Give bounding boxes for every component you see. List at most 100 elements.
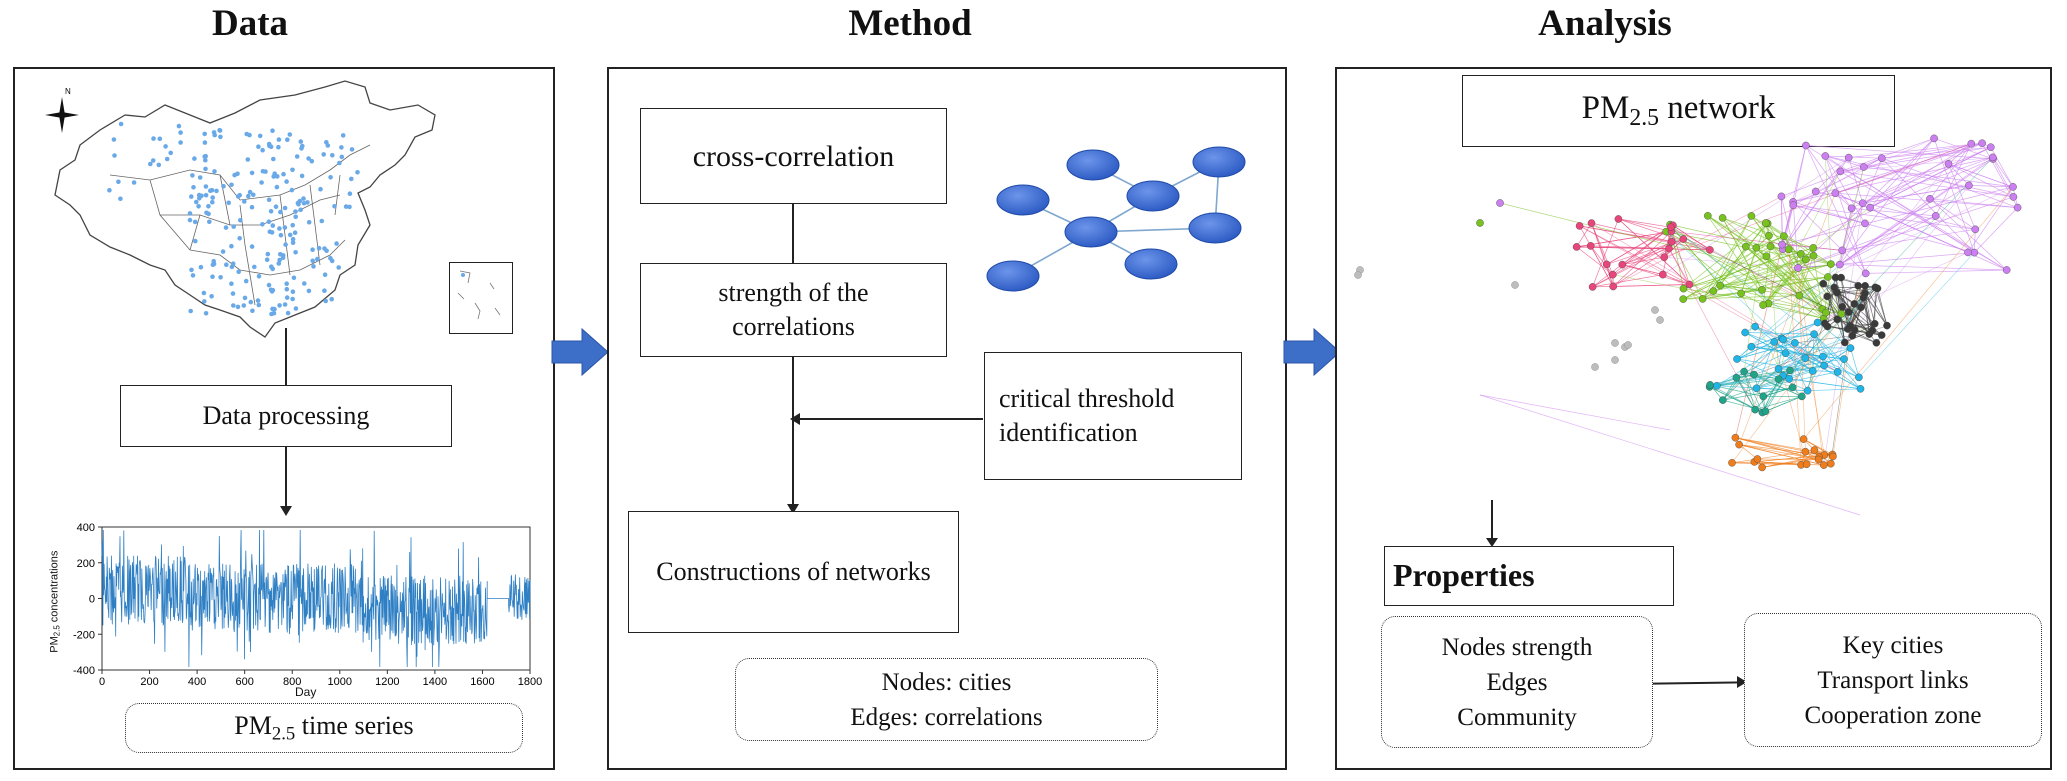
network-edge — [1837, 292, 1865, 294]
network-node — [1821, 152, 1830, 160]
city-dot — [237, 192, 242, 198]
network-node — [1587, 219, 1596, 227]
network-edge — [1622, 264, 1690, 285]
network-edge — [1805, 145, 1994, 160]
network-edge — [1579, 225, 1710, 251]
network-node — [1844, 153, 1853, 162]
flow-arrow-method-to-analysis — [1283, 327, 1341, 377]
city-dot — [198, 264, 204, 270]
network-edge — [1740, 222, 1767, 294]
network-node — [1679, 284, 1688, 293]
network-node — [1873, 284, 1882, 293]
city-dot — [208, 188, 213, 193]
network-edge — [1864, 293, 1888, 326]
city-dot — [231, 303, 236, 308]
network-edges — [1479, 138, 2018, 516]
network-edge — [1740, 293, 1764, 306]
network-node — [1846, 344, 1855, 352]
network-node — [1857, 303, 1865, 312]
network-node — [1706, 246, 1714, 254]
network-edge — [1743, 371, 1756, 410]
network-node — [1856, 384, 1865, 393]
network-edge — [1722, 217, 1763, 291]
city-dot — [290, 296, 295, 302]
network-node — [1784, 245, 1793, 254]
city-dot — [292, 230, 298, 235]
city-dot — [301, 196, 306, 201]
network-edge — [1743, 371, 1763, 413]
city-dot — [247, 189, 253, 195]
city-dot — [297, 198, 303, 204]
network-node — [1820, 361, 1828, 370]
city-dot — [293, 250, 298, 255]
network-node — [1779, 335, 1787, 344]
network-node — [1666, 223, 1675, 231]
data-processing-label: Data processing — [202, 401, 370, 431]
arrowhead-step4 — [787, 504, 799, 514]
city-dot — [276, 144, 281, 150]
network-edge — [1781, 337, 1808, 391]
network-edge — [1735, 437, 1833, 457]
header-method: Method — [848, 3, 972, 44]
city-dot — [343, 204, 349, 209]
network-node — [1989, 153, 1997, 162]
city-dot — [245, 157, 251, 162]
network-edge — [1666, 231, 1824, 319]
network-edge — [1948, 163, 1970, 186]
network-node — [1572, 243, 1581, 251]
network-edge — [1825, 155, 1864, 168]
network-node — [1861, 269, 1870, 278]
network-edge — [1815, 191, 1976, 230]
city-dot — [256, 274, 262, 279]
city-dot — [203, 157, 208, 163]
network-edge — [1805, 145, 1867, 274]
china-map — [54, 80, 436, 338]
network-edge — [1592, 284, 1690, 288]
city-dot — [287, 232, 293, 238]
city-dot — [328, 175, 333, 180]
network-node — [1511, 281, 1519, 289]
network-node — [1665, 244, 1673, 253]
network-node — [1836, 167, 1845, 176]
network-node — [1740, 367, 1748, 376]
city-dot — [203, 166, 208, 172]
arrowhead-properties — [1486, 538, 1498, 547]
network-node — [1814, 455, 1823, 464]
network-node — [1803, 386, 1812, 395]
network-edge — [1744, 332, 1813, 372]
network-node — [1967, 139, 1976, 148]
city-dot — [271, 174, 276, 179]
city-dot — [202, 140, 208, 145]
network-node — [1861, 289, 1869, 298]
network-node — [1802, 460, 1811, 469]
network-edge — [1782, 171, 1841, 250]
network-node — [1709, 287, 1718, 295]
network-node — [1855, 373, 1863, 382]
network-node — [1698, 295, 1707, 303]
network-edge — [1793, 204, 1866, 224]
network-edge — [1973, 229, 1976, 253]
network-node — [1780, 232, 1788, 240]
network-node — [1868, 326, 1877, 335]
series-line — [101, 529, 531, 668]
network-edge — [1499, 202, 1771, 271]
city-dot — [322, 272, 328, 277]
network-node — [1758, 286, 1766, 294]
network-edge — [1683, 255, 1767, 300]
city-dot — [316, 245, 322, 251]
city-dot — [242, 295, 248, 301]
city-dot — [150, 158, 156, 163]
city-dot — [107, 188, 112, 193]
city-dot — [223, 225, 229, 230]
network-edge — [1843, 358, 1860, 378]
network-edge — [1788, 249, 1802, 465]
connector-network-to-properties — [1491, 500, 1493, 542]
network-node — [2009, 193, 2018, 201]
city-dot — [203, 184, 209, 189]
network-edge — [1720, 276, 1828, 286]
network-node — [1926, 195, 1934, 203]
city-dot — [230, 261, 236, 266]
city-dot — [278, 209, 283, 215]
city-dot — [112, 153, 117, 158]
network-edge — [1479, 394, 1861, 516]
